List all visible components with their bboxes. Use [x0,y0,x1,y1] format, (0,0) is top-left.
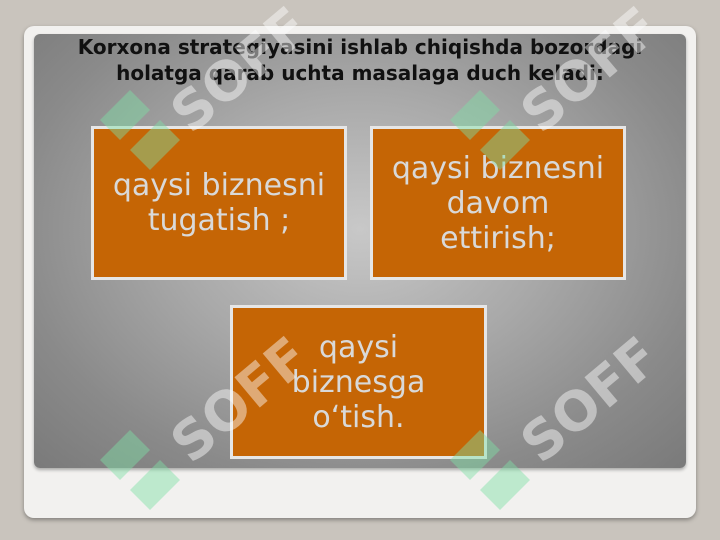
box-switch-business-text: qaysi biznesga o‘tish. [291,329,426,435]
box-end-business: qaysi biznesni tugatish ; [91,126,347,280]
slide-title: Korxona strategiyasini ishlab chiqishda … [77,35,643,85]
box-switch-business: qaysi biznesga o‘tish. [230,305,487,459]
box-continue-business: qaysi biznesni davom ettirish; [370,126,626,280]
box-continue-business-text: qaysi biznesni davom ettirish; [391,150,605,256]
box-end-business-text: qaysi biznesni tugatish ; [112,168,326,238]
